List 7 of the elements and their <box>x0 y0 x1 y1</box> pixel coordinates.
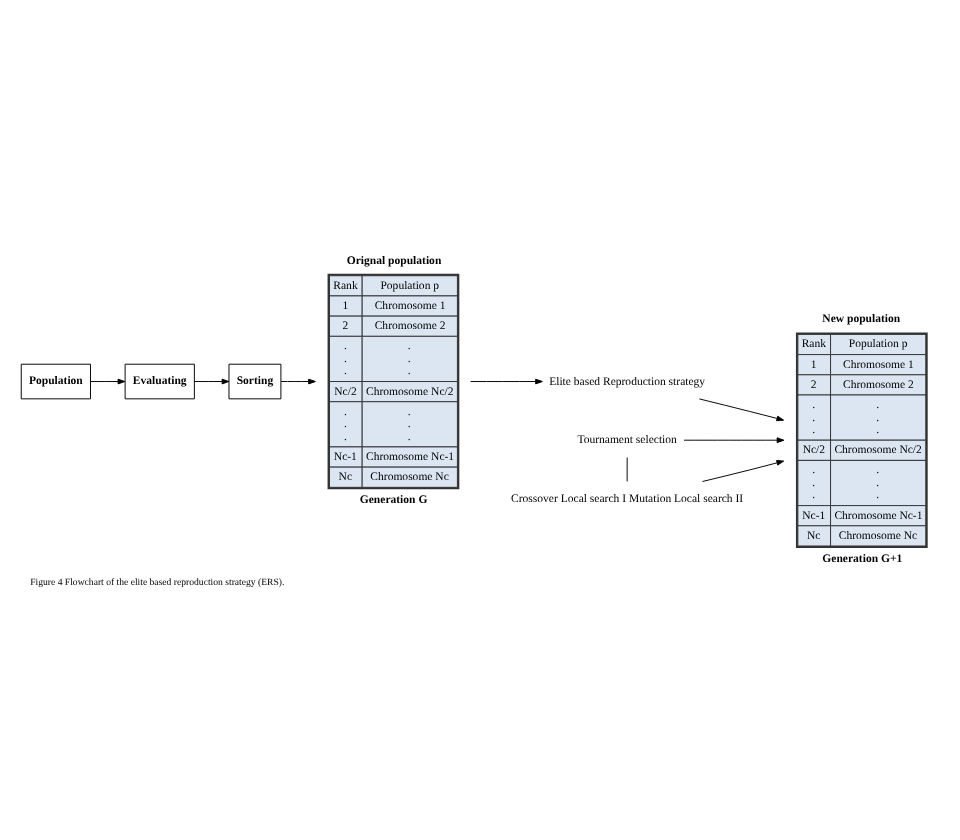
arrow <box>683 437 785 444</box>
arrow <box>698 398 785 422</box>
arrow <box>280 378 316 385</box>
arrow <box>193 378 230 385</box>
arrow <box>470 378 543 385</box>
arrow <box>90 378 126 385</box>
arrow <box>702 460 785 482</box>
